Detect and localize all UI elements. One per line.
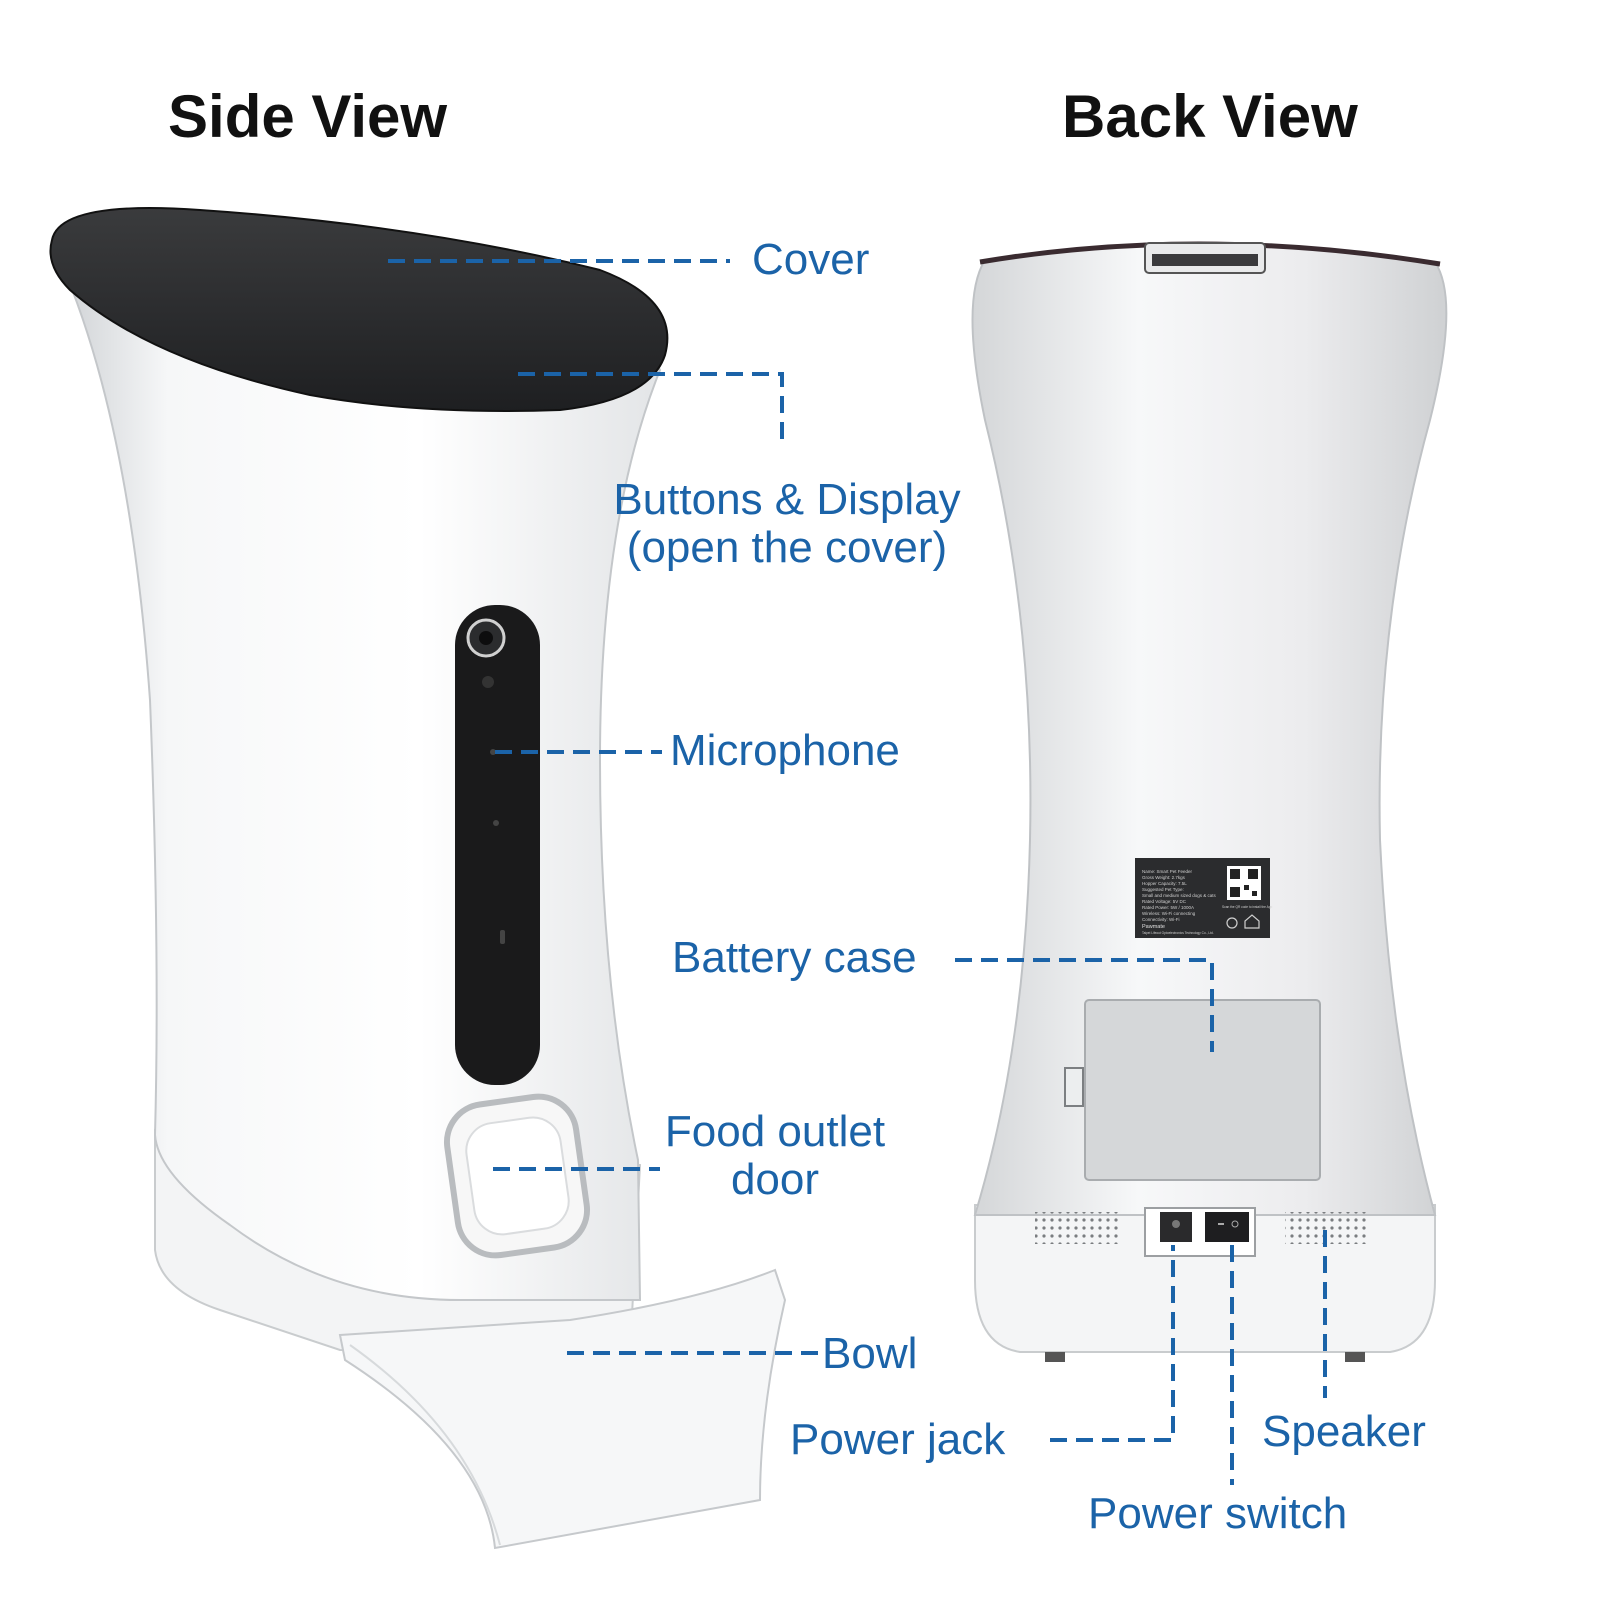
home-icon	[1244, 914, 1260, 929]
leader-buttons-display	[518, 372, 784, 445]
battery-case-lid	[1084, 999, 1321, 1181]
power-switch-icon	[1205, 1212, 1249, 1242]
side-bowl	[338, 1268, 787, 1550]
label-qr-caption: Scan the QR code to install the App	[1222, 905, 1273, 909]
label-manufacturer: Taipei Lifeout Optoelectronics Technolog…	[1142, 931, 1214, 935]
leader-power-jack	[1050, 1245, 1175, 1442]
battery-latch	[1064, 1067, 1084, 1107]
label-brand: Pawmate	[1142, 924, 1165, 930]
power-switch-label: Power switch	[1088, 1489, 1348, 1538]
label-line: Wireless: Wi-Fi connecting	[1142, 911, 1196, 916]
microphone-hole-icon	[490, 749, 496, 755]
power-jack-label: Power jack	[790, 1415, 1006, 1464]
leader-battery-case	[955, 958, 1214, 1052]
side-view-feeder	[49, 207, 787, 1550]
callout-leaders	[388, 259, 1327, 1485]
buttons-display-label: Buttons & Display (open the cover)	[592, 475, 982, 573]
recycle-icon	[1226, 917, 1238, 929]
product-label-plate: Name: Smart Pet Feeder Gross Weight: 2.7…	[1135, 858, 1273, 938]
side-view-title: Side View	[168, 83, 448, 150]
label-line: Rated Voltage: 5V DC	[1142, 899, 1187, 904]
microphone-label: Microphone	[670, 726, 900, 775]
label-line: Suggested Pet Type:	[1142, 887, 1184, 892]
camera-strip	[455, 605, 540, 1085]
buttons-display-label-line1: Buttons & Display	[613, 475, 961, 524]
label-line: Name: Smart Pet Feeder	[1142, 869, 1193, 874]
food-outlet-label-line2: door	[730, 1155, 820, 1205]
back-view-title: Back View	[1062, 83, 1358, 150]
label-line: Gross Weight: 2.7kgs	[1142, 875, 1186, 880]
label-line: Connectivity: Wi-Fi	[1142, 917, 1180, 922]
label-line: Small and medium sized dogs & cats	[1142, 893, 1217, 898]
cover-label: Cover	[752, 235, 870, 284]
speaker-grille-left	[1035, 1212, 1119, 1244]
label-line: Hopper Capacity: 7.5L	[1142, 881, 1187, 886]
bowl-label: Bowl	[822, 1329, 918, 1378]
label-line: Rated Power: 5W / 1000A	[1142, 905, 1194, 910]
back-view-feeder: Name: Smart Pet Feeder Gross Weight: 2.7…	[971, 241, 1448, 1362]
battery-case-label: Battery case	[672, 933, 917, 982]
food-outlet-label-line1: Food outlet	[664, 1107, 886, 1156]
sensor-dot-icon	[482, 676, 494, 688]
buttons-display-label-line2: (open the cover)	[626, 523, 948, 573]
speaker-label: Speaker	[1262, 1407, 1426, 1456]
food-outlet-label: Food outlet door	[640, 1107, 910, 1205]
